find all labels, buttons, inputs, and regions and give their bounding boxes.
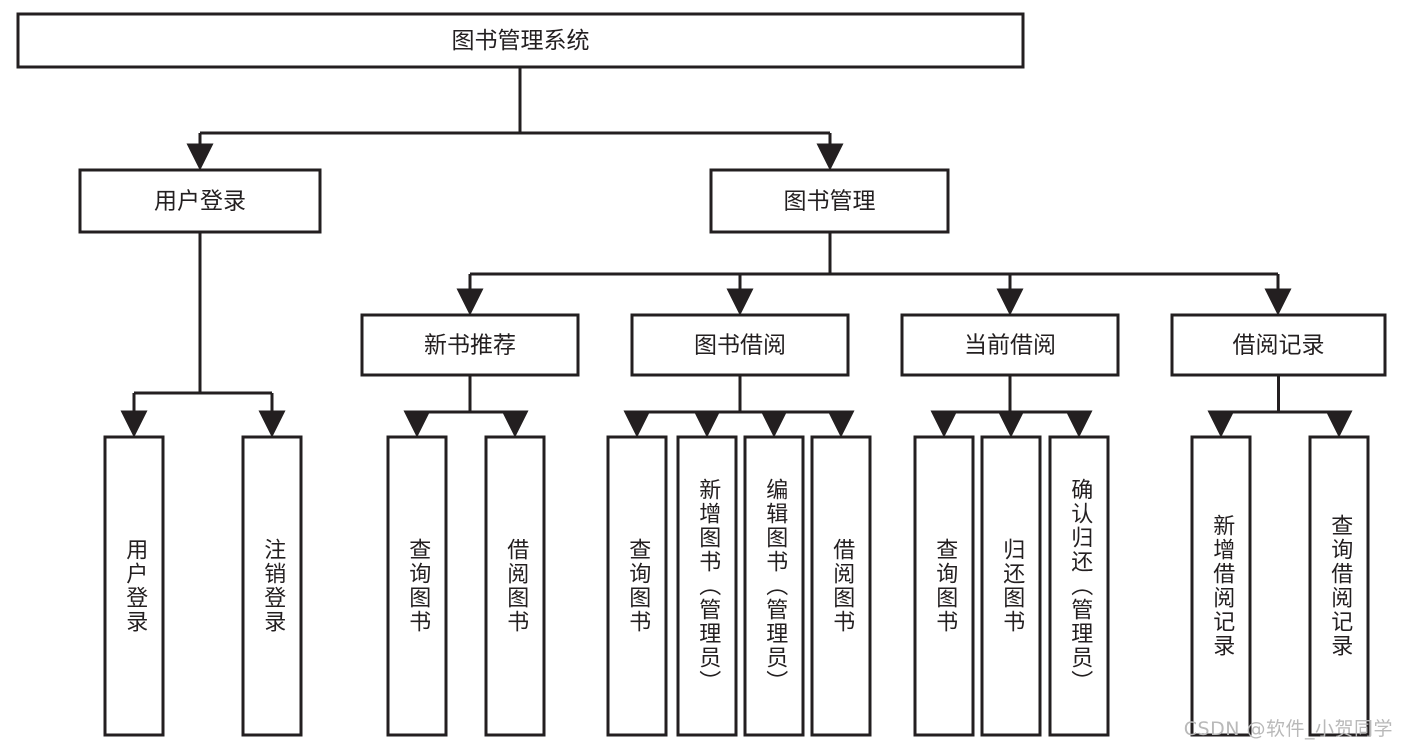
node-level3-label-3: 借阅记录 bbox=[1233, 333, 1325, 359]
node-leaf-4[interactable] bbox=[606, 435, 668, 737]
node-leaf-10[interactable] bbox=[1048, 435, 1110, 737]
node-level3-label-0: 新书推荐 bbox=[424, 333, 516, 359]
node-leaf-2[interactable] bbox=[386, 435, 448, 737]
node-leaf-8[interactable] bbox=[913, 435, 975, 737]
node-root-label: 图书管理系统 bbox=[452, 28, 590, 54]
node-level2-0[interactable] bbox=[78, 168, 322, 234]
node-box-layer bbox=[16, 12, 1387, 737]
node-level3-2[interactable] bbox=[900, 313, 1120, 377]
node-root[interactable] bbox=[16, 12, 1025, 69]
connector-layer bbox=[120, 67, 1353, 438]
node-level3-1[interactable] bbox=[630, 313, 850, 377]
node-level2-label-1: 图书管理 bbox=[784, 189, 876, 215]
node-level2-label-0: 用户登录 bbox=[154, 189, 246, 215]
node-leaf-5[interactable] bbox=[676, 435, 738, 737]
node-level3-label-1: 图书借阅 bbox=[694, 333, 786, 359]
node-leaf-7[interactable] bbox=[810, 435, 872, 737]
watermark: CSDN @软件_小贺同学 bbox=[1183, 718, 1393, 740]
node-leaf-12[interactable] bbox=[1308, 435, 1370, 737]
node-leaf-1[interactable] bbox=[241, 435, 303, 737]
node-leaf-0[interactable] bbox=[103, 435, 165, 737]
node-leaf-9[interactable] bbox=[980, 435, 1042, 737]
node-leaf-11[interactable] bbox=[1190, 435, 1252, 737]
node-leaf-6[interactable] bbox=[743, 435, 805, 737]
node-level3-3[interactable] bbox=[1170, 313, 1387, 377]
node-level3-0[interactable] bbox=[360, 313, 580, 377]
node-level2-1[interactable] bbox=[709, 168, 950, 234]
node-leaf-3[interactable] bbox=[484, 435, 546, 737]
node-level3-label-2: 当前借阅 bbox=[964, 333, 1056, 359]
